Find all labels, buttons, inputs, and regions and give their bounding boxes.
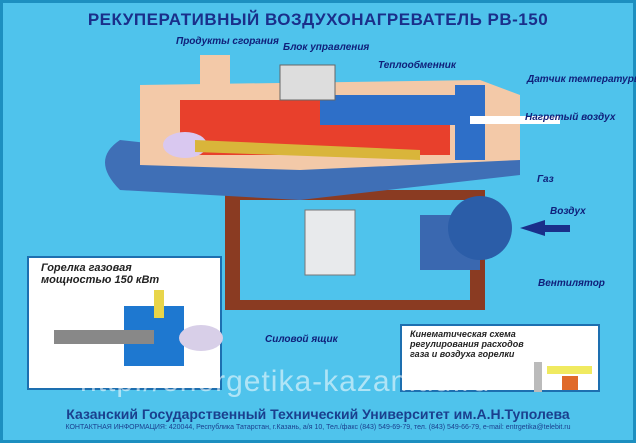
contact-info: КОНТАКТНАЯ ИНФОРМАЦИЯ: 420044, Республик…	[65, 424, 571, 431]
kinematic-inset: Кинематическая схема регулирования расхо…	[400, 324, 600, 392]
air-arrow	[520, 220, 545, 236]
label-hot-air: Нагретый воздух	[525, 112, 616, 123]
poster-title: РЕКУПЕРАТИВНЫЙ ВОЗДУХОНАГРЕВАТЕЛЬ РВ-150	[87, 10, 549, 29]
label-products: Продукты сгорания	[176, 36, 279, 47]
burner-inset: Горелка газовая мощностью 150 кВт	[27, 256, 223, 390]
watermark: http://energetika-kazan.tiu.ru	[80, 365, 491, 398]
label-sensor: Датчик температуры	[527, 74, 636, 85]
label-control: Блок управления	[283, 42, 370, 53]
university-name: Казанский Государственный Технический Ун…	[66, 406, 570, 422]
gas-pipe	[195, 140, 420, 160]
control-unit	[279, 64, 336, 101]
label-exchanger: Теплообменник	[378, 60, 456, 71]
label-gas: Газ	[537, 174, 554, 185]
label-power-box: Силовой ящик	[265, 334, 338, 345]
fan	[448, 196, 512, 260]
power-box	[304, 209, 356, 276]
heat-exchanger-tubes	[320, 95, 470, 125]
kinematic-diagram	[534, 362, 592, 392]
label-air: Воздух	[550, 206, 586, 217]
burner-diagram	[54, 290, 223, 366]
burner-inset-title: Горелка газовая мощностью 150 кВт	[41, 262, 160, 286]
flue-outlet	[200, 55, 230, 85]
kinematic-inset-title: Кинематическая схема регулирования расхо…	[410, 329, 524, 359]
label-fan: Вентилятор	[538, 278, 605, 289]
